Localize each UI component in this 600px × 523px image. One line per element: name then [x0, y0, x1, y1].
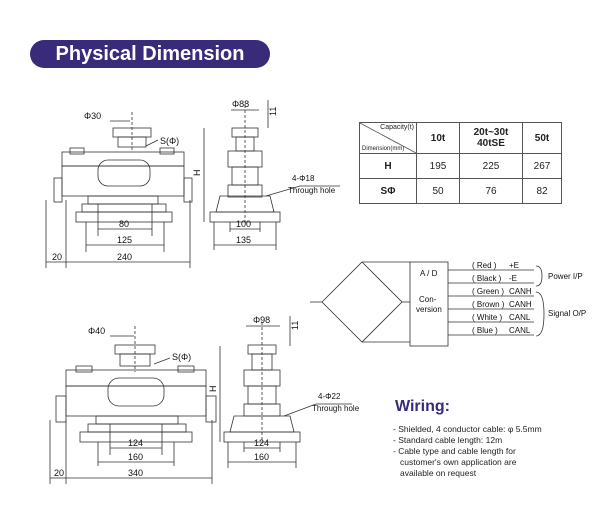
wiring-schematic	[310, 261, 545, 347]
wire-color-label: ( Red )	[472, 261, 497, 270]
wiring-note: available on request	[400, 468, 477, 478]
bottom-through-hole-label: Through hole	[312, 404, 360, 413]
corner-top: Capacity(t)	[380, 124, 414, 131]
wiring-notes: - Shielded, 4 conductor cable: φ 5.5mm -…	[393, 424, 593, 479]
bottom-holes-label: 4-Φ22	[318, 392, 341, 401]
wiring-note: - Shielded, 4 conductor cable: φ 5.5mm	[393, 424, 542, 434]
top-through-hole-label: Through hole	[288, 186, 336, 195]
conversion-label-1: Con-	[419, 295, 437, 304]
top-dim-240: 240	[117, 252, 132, 262]
wire-color-label: ( White )	[472, 313, 503, 322]
col-header-20t: 20t~30t 40tSE	[459, 122, 523, 154]
bottom-s-phi-label: S(Φ)	[172, 352, 191, 362]
wire-color-label: ( Black )	[472, 274, 502, 283]
table-cell: 195	[416, 153, 460, 179]
bottom-front-view	[49, 326, 217, 484]
col-header-50t: 50t	[522, 122, 562, 154]
table-corner-cell: Capacity(t) Dimension(mm)	[359, 122, 417, 154]
wire-color-label: ( Brown )	[472, 300, 505, 309]
wire-color-label: ( Green )	[472, 287, 504, 296]
top-front-view	[45, 112, 193, 268]
bottom-eleven-label: 11	[290, 321, 300, 330]
ad-label: A / D	[420, 269, 438, 278]
top-side-view	[203, 100, 340, 250]
bottom-dim-124b: 124	[254, 438, 269, 448]
wire-signal-label: -E	[509, 274, 517, 283]
bottom-phi-side-label: Φ98	[253, 315, 270, 325]
bottom-dim-340: 340	[128, 468, 143, 478]
wire-signal-label: CANL	[509, 313, 531, 322]
wiring-note: customer's own application are	[400, 457, 517, 467]
table-cell: 267	[522, 153, 562, 179]
wiring-title: Wiring:	[395, 398, 450, 415]
row-label-sphi: SΦ	[359, 178, 417, 204]
wire-color-label: ( Blue )	[472, 326, 498, 335]
top-dim-100: 100	[236, 219, 251, 229]
conversion-label-2: version	[416, 305, 442, 314]
top-dim-125: 125	[117, 235, 132, 245]
top-h-label: H	[192, 170, 202, 177]
top-eleven-label: 11	[268, 107, 278, 116]
top-phi-pin-label: Φ30	[84, 111, 101, 121]
table-cell: 82	[522, 178, 562, 204]
corner-bottom: Dimension(mm)	[362, 146, 405, 152]
wire-signal-label: CANH	[509, 287, 532, 296]
top-s-phi-label: S(Φ)	[160, 136, 179, 146]
bottom-dim-160b: 160	[254, 452, 269, 462]
top-phi-side-label: Φ88	[232, 99, 249, 109]
col-header-10t: 10t	[416, 122, 460, 154]
wire-signal-label: CANH	[509, 300, 532, 309]
bottom-dim-160: 160	[128, 452, 143, 462]
top-dim-80: 80	[119, 219, 129, 229]
wire-signal-label: +E	[509, 261, 519, 270]
row-label-h: H	[359, 153, 417, 179]
wire-labels: ( Red ) +E ( Black ) -E ( Green ) CANH ( Brown…	[472, 261, 532, 335]
top-dim-135: 135	[236, 235, 251, 245]
top-dim-20: 20	[52, 252, 62, 262]
bottom-dim-20: 20	[54, 468, 64, 478]
table-cell: 225	[459, 153, 523, 179]
bottom-dim-124: 124	[128, 438, 143, 448]
table-cell: 76	[459, 178, 523, 204]
top-holes-label: 4-Φ18	[292, 174, 315, 183]
table-cell: 50	[416, 178, 460, 204]
bottom-phi-pin-label: Φ40	[88, 326, 105, 336]
bottom-h-label: H	[208, 386, 218, 393]
wiring-note: - Standard cable length: 12m	[393, 435, 503, 445]
page-title: Physical Dimension	[30, 40, 270, 68]
dimension-table: Capacity(t) Dimension(mm) 10t 20t~30t 40…	[359, 122, 562, 204]
bottom-side-view	[219, 316, 352, 468]
wiring-note: - Cable type and cable length for	[393, 446, 516, 456]
wire-signal-label: CANL	[509, 326, 531, 335]
signal-label: Signal O/P	[548, 309, 586, 318]
power-label: Power I/P	[548, 272, 583, 281]
